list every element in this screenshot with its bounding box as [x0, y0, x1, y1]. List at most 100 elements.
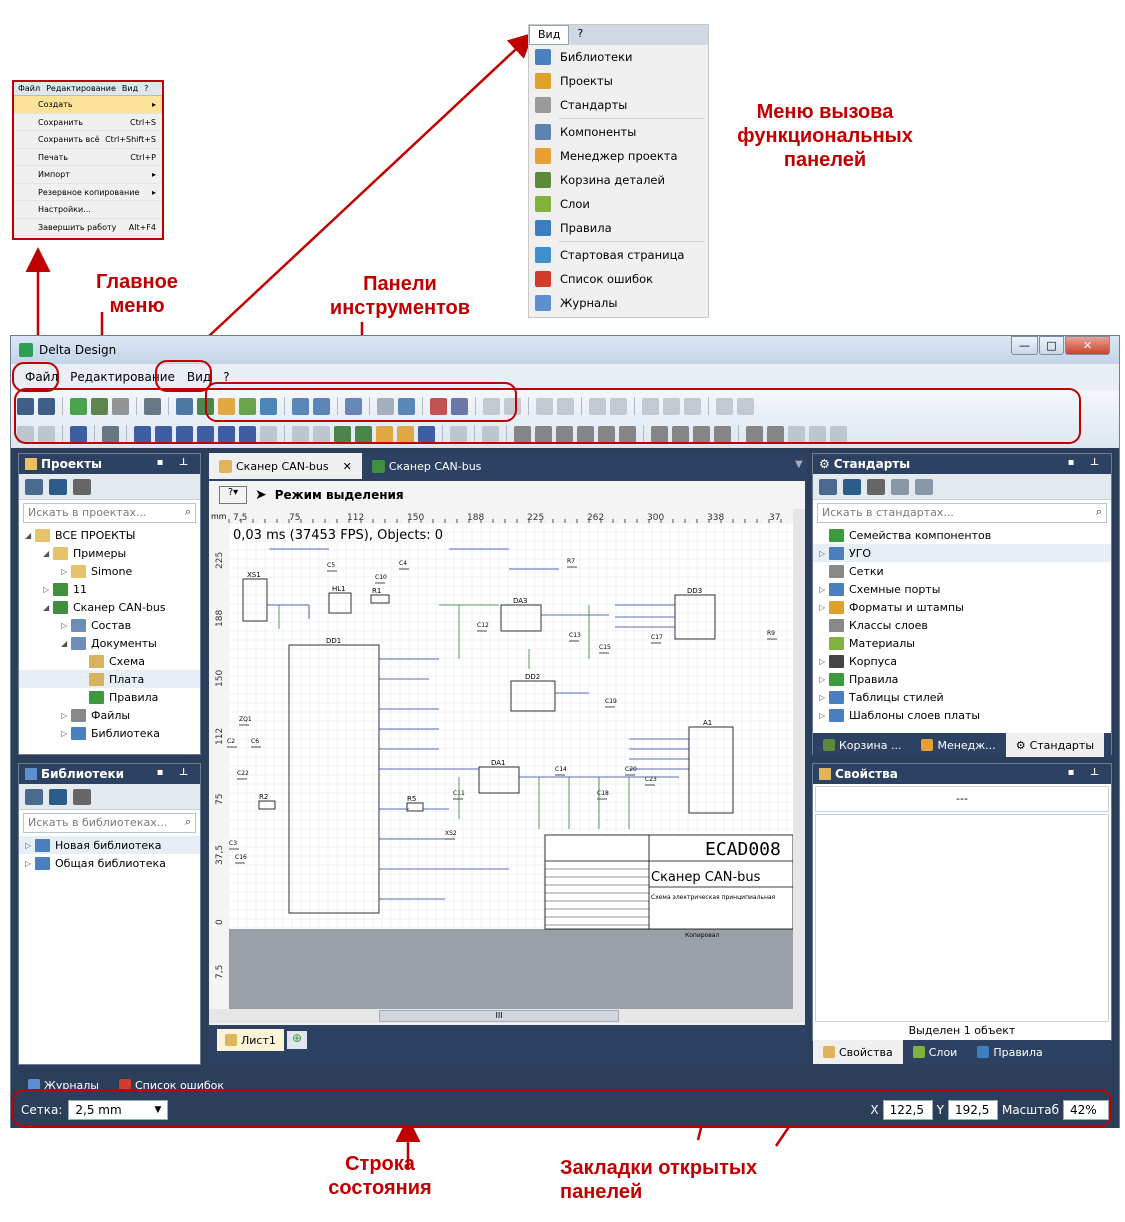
- view-menu-item[interactable]: Менеджер проекта: [529, 144, 708, 168]
- expander-icon[interactable]: ▷: [43, 584, 50, 594]
- menu-view[interactable]: Вид: [529, 25, 570, 45]
- menu-item-settings[interactable]: Настройки...: [14, 201, 162, 219]
- toolbar-button-icon[interactable]: [112, 397, 129, 415]
- toolbar-button-icon[interactable]: [313, 397, 330, 415]
- search-icon[interactable]: ⌕: [184, 505, 191, 518]
- component-outline[interactable]: [688, 726, 734, 814]
- toolbar-button-icon[interactable]: [239, 425, 256, 443]
- search-icon[interactable]: ⌕: [184, 815, 191, 828]
- toolbar-button-icon[interactable]: [577, 425, 594, 443]
- view-menu-item[interactable]: Библиотеки: [529, 45, 708, 69]
- view-menu-item[interactable]: Правила: [529, 216, 708, 240]
- toolbar-button-icon[interactable]: [451, 397, 468, 415]
- component-outline[interactable]: [510, 680, 556, 712]
- panel-pin-icon[interactable]: ▪ ⊥: [156, 767, 194, 778]
- component-outline[interactable]: [288, 644, 380, 914]
- toolbar-button-icon[interactable]: [91, 397, 108, 415]
- menu-help[interactable]: ?: [223, 370, 230, 384]
- tree-node[interactable]: ▷Схемные порты: [813, 580, 1111, 598]
- horizontal-scrollbar[interactable]: III: [209, 1009, 805, 1023]
- view-menu-item[interactable]: Стартовая страница: [529, 243, 708, 267]
- tree-node[interactable]: ▷Simone: [19, 562, 200, 580]
- tab-layers[interactable]: Слои: [903, 1040, 968, 1064]
- toolbar-button-icon[interactable]: [260, 425, 277, 443]
- expander-icon[interactable]: ▷: [819, 602, 826, 612]
- menu-edit[interactable]: Редактирование: [70, 370, 175, 384]
- toolbar-button-icon[interactable]: [418, 425, 435, 443]
- toolbar-button-icon[interactable]: [313, 425, 330, 443]
- expander-icon[interactable]: ▷: [61, 728, 68, 738]
- tree-node[interactable]: ◢Примеры: [19, 544, 200, 562]
- libraries-search-input[interactable]: Искать в библиотеках...⌕: [23, 813, 196, 833]
- tree-node[interactable]: ▷11: [19, 580, 200, 598]
- properties-selector[interactable]: ---: [815, 786, 1109, 812]
- toolbar-button-icon[interactable]: [482, 425, 499, 443]
- toolbar-button-icon[interactable]: [398, 397, 415, 415]
- vertical-scrollbar[interactable]: [793, 509, 805, 1009]
- toolbar-button-icon[interactable]: [809, 425, 826, 443]
- tab-document-schematic[interactable]: Сканер CAN-bus: [362, 453, 492, 479]
- tree-node[interactable]: Сетки: [813, 562, 1111, 580]
- close-tab-icon[interactable]: ✕: [342, 459, 352, 473]
- import-icon[interactable]: [891, 478, 909, 495]
- refresh-icon[interactable]: [49, 478, 67, 495]
- toolbar-button-icon[interactable]: [176, 397, 193, 415]
- tree-node[interactable]: ◢Документы: [19, 634, 200, 652]
- toolbar-button-icon[interactable]: [197, 425, 214, 443]
- view-menu-item[interactable]: Журналы: [529, 291, 708, 315]
- toolbar-button-icon[interactable]: [589, 397, 606, 415]
- toolbar-button-icon[interactable]: [377, 397, 394, 415]
- toolbar-button-icon[interactable]: [746, 425, 763, 443]
- component-outline[interactable]: [242, 578, 268, 622]
- toolbar-button-icon[interactable]: [102, 425, 119, 443]
- toolbar-button-icon[interactable]: [788, 425, 805, 443]
- toolbar-button-icon[interactable]: [610, 397, 627, 415]
- toolbar-button-icon[interactable]: [556, 425, 573, 443]
- expander-icon[interactable]: ▷: [25, 840, 32, 850]
- toolbar-button-icon[interactable]: [38, 425, 55, 443]
- toolbar-button-icon[interactable]: [176, 425, 193, 443]
- expander-icon[interactable]: ▷: [819, 692, 826, 702]
- expander-icon[interactable]: ◢: [43, 602, 50, 612]
- toolbar-button-icon[interactable]: [292, 425, 309, 443]
- tab-errors[interactable]: Список ошибок: [109, 1073, 234, 1097]
- menu-help[interactable]: ?: [144, 84, 149, 93]
- close-button[interactable]: ✕: [1065, 336, 1110, 355]
- component-outline[interactable]: [500, 604, 542, 632]
- toolbar-button-icon[interactable]: [642, 397, 659, 415]
- expander-icon[interactable]: ▷: [61, 710, 68, 720]
- projects-search-input[interactable]: Искать в проектах...⌕: [23, 503, 196, 523]
- grid-select[interactable]: 2,5 mm▼: [68, 1100, 169, 1120]
- collapse-icon[interactable]: [73, 478, 91, 495]
- tab-rules[interactable]: Правила: [967, 1040, 1052, 1064]
- toolbar-button-icon[interactable]: [483, 397, 500, 415]
- menu-help[interactable]: ?: [577, 27, 584, 40]
- toolbar-button-icon[interactable]: [716, 397, 733, 415]
- toolbar-button-icon[interactable]: [144, 397, 161, 415]
- tree-node[interactable]: Материалы: [813, 634, 1111, 652]
- add-sheet-icon[interactable]: ⊕: [287, 1031, 307, 1049]
- tree-node[interactable]: Схема: [19, 652, 200, 670]
- toolbar-button-icon[interactable]: [376, 425, 393, 443]
- toolbar-button-icon[interactable]: [684, 397, 701, 415]
- tree-node[interactable]: ◢ВСЕ ПРОЕКТЫ: [19, 526, 200, 544]
- tree-node[interactable]: Классы слоев: [813, 616, 1111, 634]
- export-icon[interactable]: [915, 478, 933, 495]
- tree-node[interactable]: ▷Общая библиотека: [19, 854, 200, 872]
- menu-item-create[interactable]: Создать▸: [14, 96, 162, 114]
- search-icon[interactable]: ⌕: [1095, 505, 1102, 518]
- toolbar-button-icon[interactable]: [17, 397, 34, 415]
- toolbar-button-icon[interactable]: [397, 425, 414, 443]
- toolbar-button-icon[interactable]: [70, 425, 87, 443]
- tree-node[interactable]: ▷УГО: [813, 544, 1111, 562]
- view-menu-item[interactable]: Проекты: [529, 69, 708, 93]
- view-menu-item[interactable]: Стандарты: [529, 93, 708, 117]
- view-menu-item[interactable]: Список ошибок: [529, 267, 708, 291]
- tab-document-pcb[interactable]: Сканер CAN-bus✕: [209, 453, 362, 479]
- toolbar-button-icon[interactable]: [536, 397, 553, 415]
- view-menu-item[interactable]: Компоненты: [529, 120, 708, 144]
- navigate-icon[interactable]: [25, 478, 43, 495]
- tree-node[interactable]: ▷Корпуса: [813, 652, 1111, 670]
- toolbar-button-icon[interactable]: [134, 425, 151, 443]
